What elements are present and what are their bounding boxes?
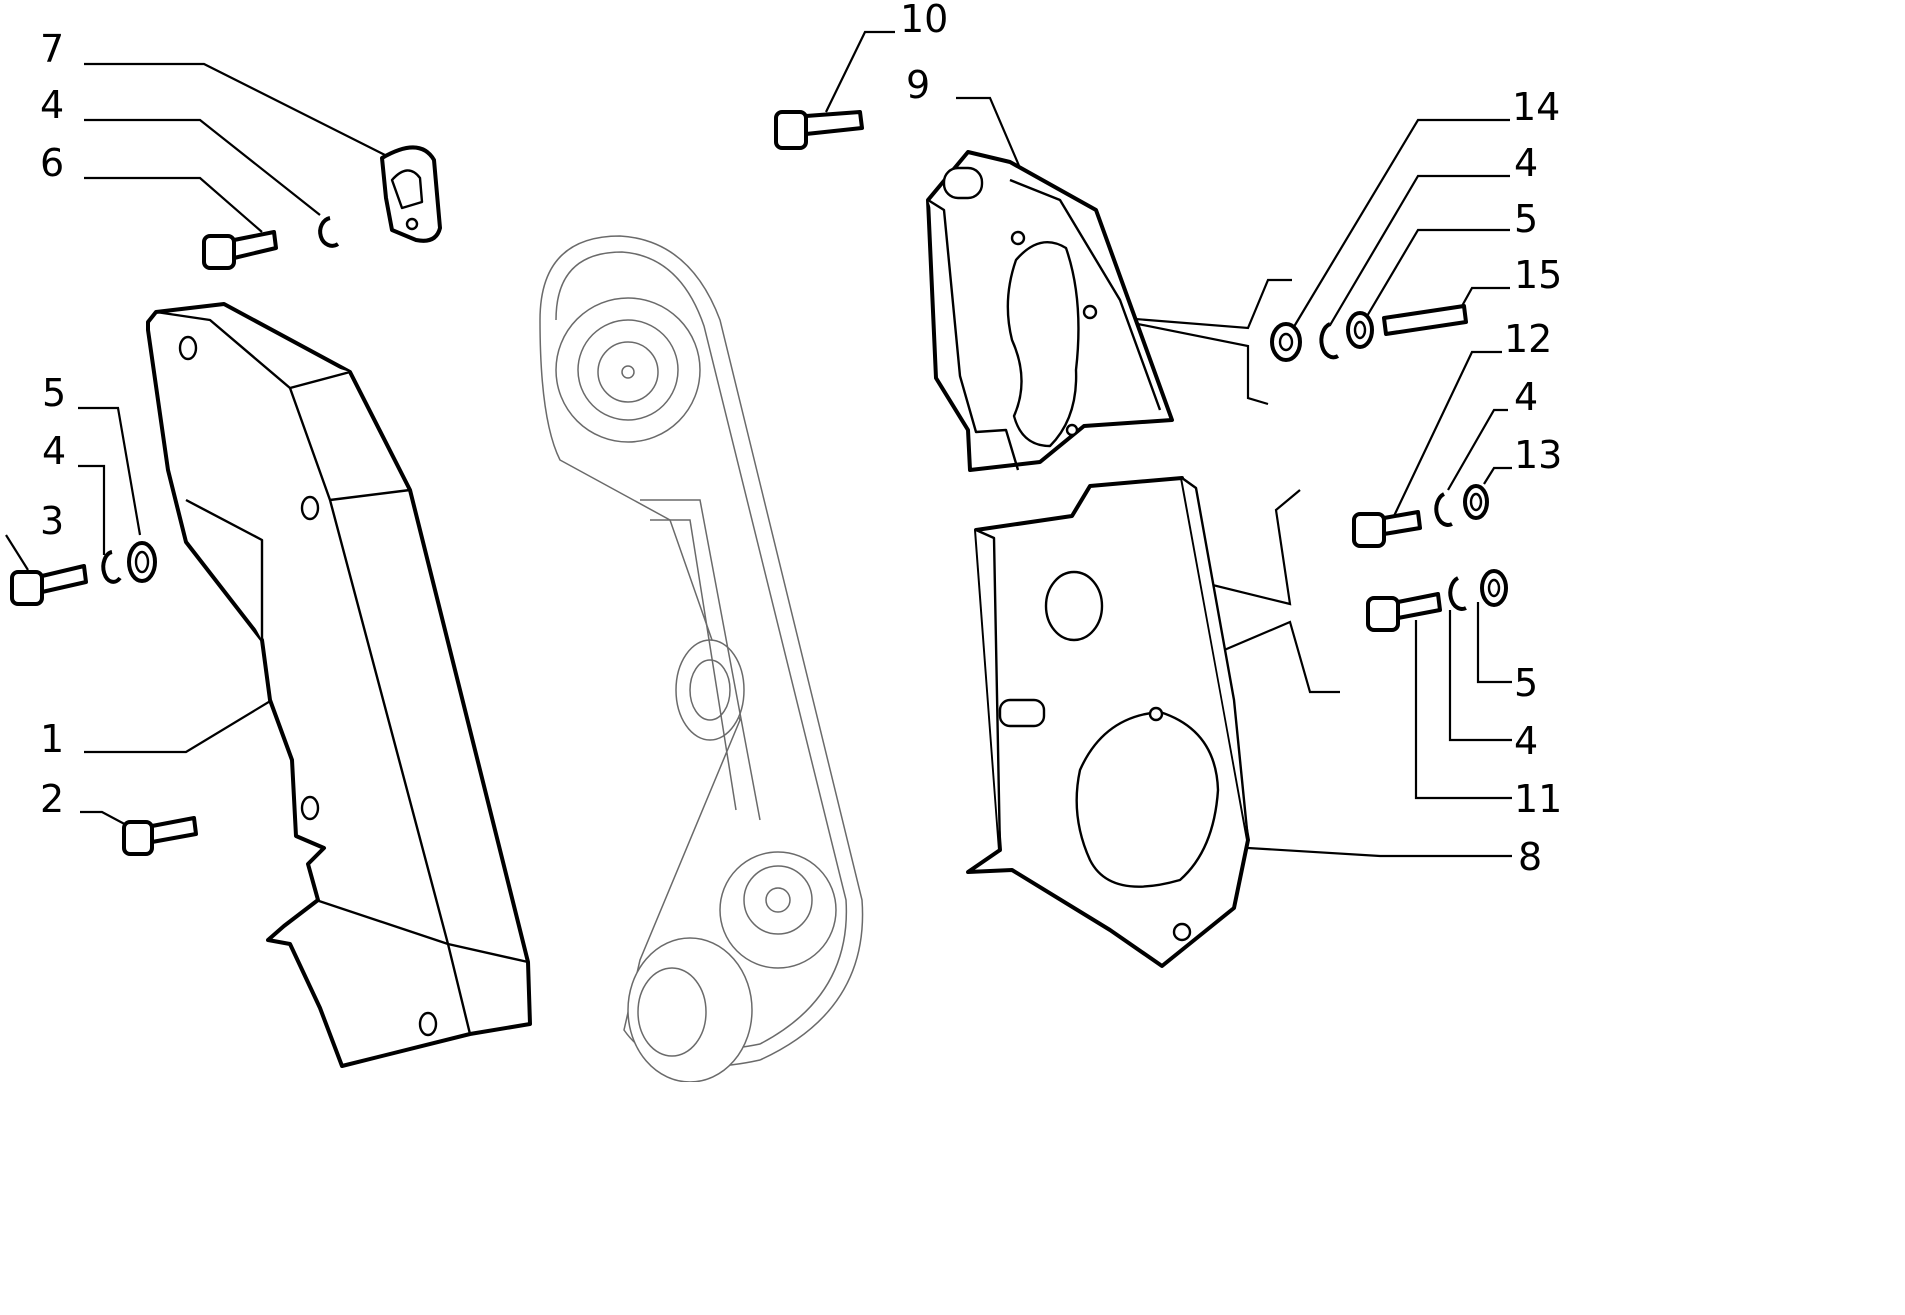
- callout-2: 2: [40, 777, 64, 821]
- callout-4: 4: [1514, 719, 1538, 763]
- right-fasteners: [1270, 304, 1508, 632]
- cable-clip: [380, 145, 442, 243]
- callout-10: 10: [900, 0, 948, 41]
- callout-labels: 7 4 6 5 4 3 1 2 10 9 14 4 5 15 12 4 13 5…: [40, 0, 1562, 879]
- flat-washer: [1463, 484, 1489, 520]
- callout-6: 6: [40, 141, 64, 185]
- callout-12: 12: [1504, 317, 1552, 361]
- flat-washer: [1480, 569, 1508, 607]
- bolt: [1352, 510, 1422, 548]
- leader-lines: [5, 30, 1512, 858]
- stud: [1382, 304, 1468, 336]
- lower-timing-cover: [966, 476, 1250, 968]
- callout-5: 5: [1514, 197, 1538, 241]
- callout-1: 1: [40, 717, 64, 761]
- callout-5: 5: [42, 371, 66, 415]
- callout-13: 13: [1514, 433, 1562, 477]
- callout-4: 4: [40, 83, 64, 127]
- callout-4: 4: [42, 429, 66, 473]
- callout-14: 14: [1512, 85, 1560, 129]
- spring-washer: [1319, 322, 1340, 360]
- left-fasteners: [10, 145, 442, 856]
- callout-4: 4: [1514, 141, 1538, 185]
- callout-8: 8: [1518, 835, 1542, 879]
- bolt: [1366, 592, 1442, 632]
- callout-15: 15: [1514, 253, 1562, 297]
- timing-belt-cover-exploded-diagram: 7 4 6 5 4 3 1 2 10 9 14 4 5 15 12 4 13 5…: [5, 0, 1563, 1082]
- spring-washer: [1448, 576, 1467, 611]
- callout-11: 11: [1514, 777, 1562, 821]
- spring-washer: [318, 216, 340, 248]
- spring-washer: [101, 550, 122, 584]
- callout-5: 5: [1514, 661, 1538, 705]
- flat-washer: [127, 541, 157, 583]
- nut: [1270, 322, 1302, 362]
- flat-washer: [1346, 311, 1374, 349]
- rear-timing-cover: [926, 150, 1174, 472]
- timing-belt-assembly: [539, 235, 864, 1082]
- spring-washer: [1434, 492, 1453, 527]
- bolt: [774, 110, 864, 150]
- bolt: [202, 230, 278, 270]
- upper-timing-cover: [146, 302, 532, 1068]
- callout-9: 9: [906, 63, 930, 107]
- callout-3: 3: [40, 499, 64, 543]
- bolt: [10, 564, 88, 606]
- bolt: [122, 816, 198, 856]
- callout-7: 7: [40, 27, 64, 71]
- callout-4: 4: [1514, 375, 1538, 419]
